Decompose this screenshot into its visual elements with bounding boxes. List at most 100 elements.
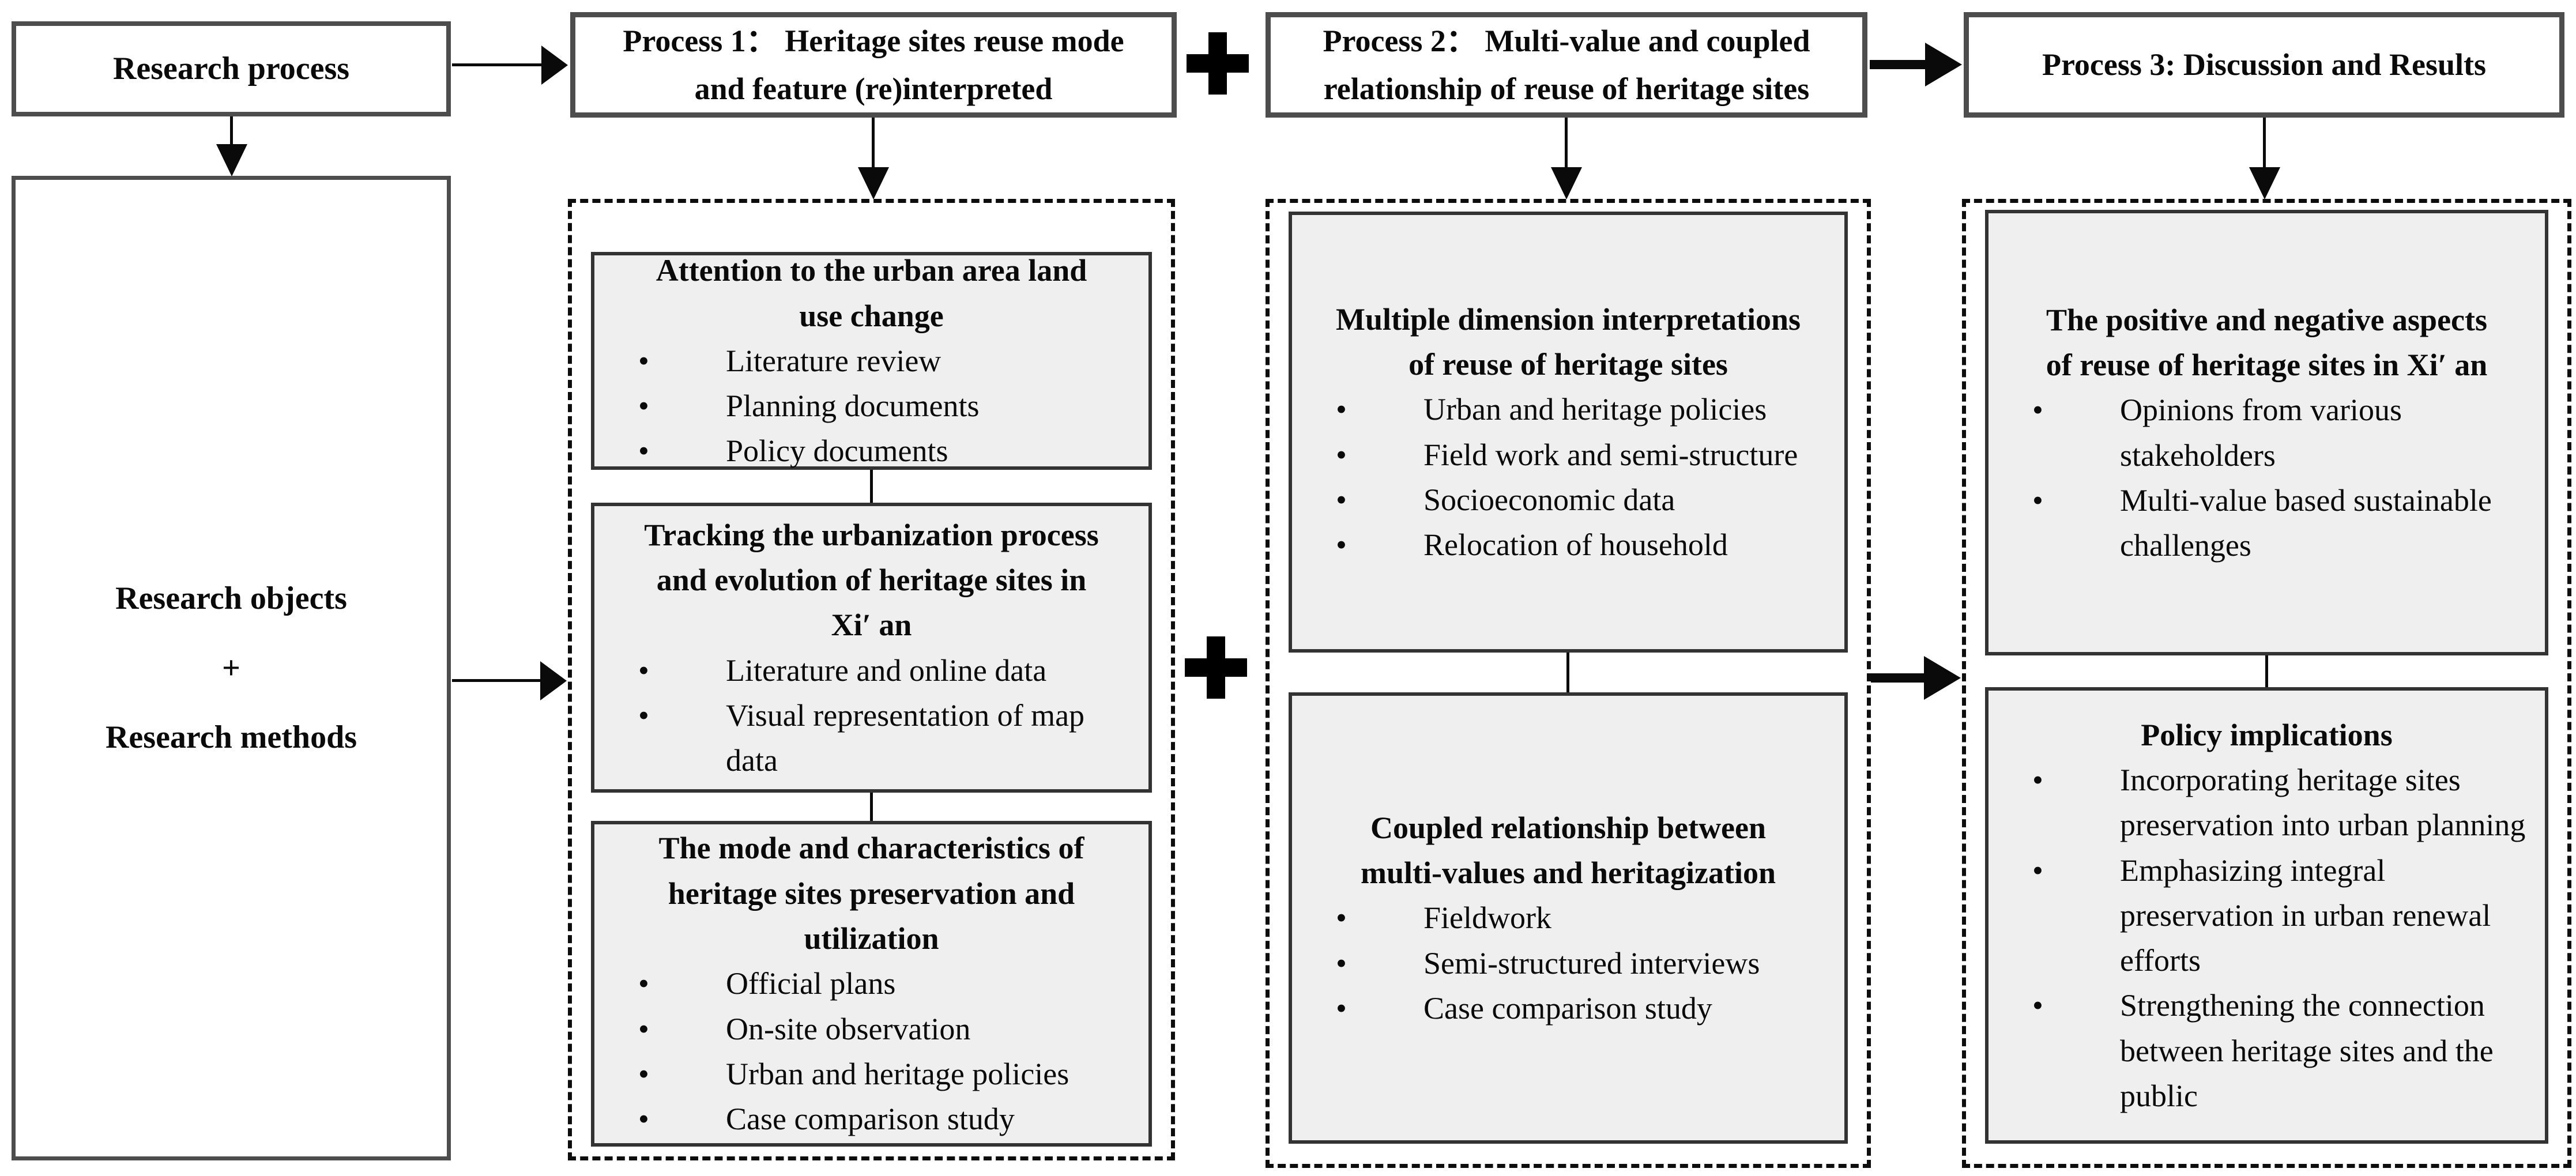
bullet-item: • Fieldwork bbox=[1306, 895, 1831, 940]
bullet-item: • Emphasizing integral preservation in u… bbox=[2002, 848, 2531, 983]
bullet-text: Opinions from various stakeholders bbox=[2120, 393, 2402, 473]
box-title: Policy implications bbox=[2141, 717, 2393, 752]
plus-icon bbox=[1185, 636, 1247, 699]
header-line: Research process bbox=[112, 50, 350, 86]
bullet-text: Literature review bbox=[726, 343, 941, 378]
bullet-dot-icon: • bbox=[1336, 482, 1347, 517]
plus-icon bbox=[1187, 32, 1249, 95]
bullet-list: • Opinions from various stakeholders • M… bbox=[2002, 387, 2531, 568]
bullet-text: Case comparison study bbox=[726, 1102, 1015, 1137]
process2-panel: Multiple dimension interpretations of re… bbox=[1266, 199, 1871, 1168]
header-line: relationship of reuse of heritage sites bbox=[1323, 71, 1810, 106]
bullet-item: • Official plans bbox=[608, 961, 1135, 1006]
bullet-item: • Incorporating heritage sites preservat… bbox=[2002, 757, 2531, 848]
bullet-dot-icon: • bbox=[638, 1102, 649, 1137]
bullet-item: • Field work and semi-structure bbox=[1306, 432, 1831, 477]
bullet-dot-icon: • bbox=[638, 343, 649, 378]
bullet-item: • Semi-structured interviews bbox=[1306, 941, 1831, 986]
thick-right-arrow-icon bbox=[1870, 60, 1925, 69]
left-box-line: Research methods bbox=[105, 719, 357, 756]
bullet-dot-icon: • bbox=[638, 698, 649, 733]
bullet-item: • Strengthening the connection between h… bbox=[2002, 983, 2531, 1118]
connector-line bbox=[1566, 653, 1569, 692]
bullet-text: Relocation of household bbox=[1423, 527, 1728, 563]
box-title: Multiple dimension interpretations of re… bbox=[1335, 301, 1801, 382]
bullet-item: • Socioeconomic data bbox=[1306, 477, 1831, 522]
box-title: The mode and characteristics of heritage… bbox=[658, 831, 1084, 956]
process2-box-interpretations: Multiple dimension interpretations of re… bbox=[1289, 212, 1848, 653]
process3-panel: The positive and negative aspects of reu… bbox=[1962, 199, 2571, 1168]
bullet-text: Multi-value based sustainable challenges bbox=[2120, 483, 2492, 563]
bullet-text: Official plans bbox=[726, 966, 896, 1001]
bullet-item: • Literature review bbox=[608, 338, 1135, 383]
connector-line bbox=[2265, 655, 2268, 687]
right-arrow-icon bbox=[452, 679, 540, 682]
down-arrow-icon bbox=[2263, 118, 2266, 167]
bullet-dot-icon: • bbox=[638, 434, 649, 469]
research-objects-methods-box: Research objects + Research methods bbox=[12, 176, 451, 1160]
down-arrow-icon bbox=[230, 116, 233, 144]
plus-text: + bbox=[222, 650, 240, 686]
connector-line bbox=[869, 470, 873, 503]
bullet-item: • Case comparison study bbox=[1306, 986, 1831, 1031]
process1-box-attention: Attention to the urban area land use cha… bbox=[591, 252, 1152, 470]
bullet-text: Emphasizing integral preservation in urb… bbox=[2120, 853, 2491, 978]
research-process-header-box: Research process bbox=[12, 21, 451, 116]
box-title: Tracking the urbanization process and ev… bbox=[644, 517, 1099, 643]
bullet-dot-icon: • bbox=[2032, 988, 2043, 1023]
header-line: Process 2： Multi-value and coupled bbox=[1323, 24, 1810, 59]
bullet-item: • Policy documents bbox=[608, 428, 1135, 473]
bullet-dot-icon: • bbox=[2032, 762, 2043, 797]
box-title: Coupled relationship between multi-value… bbox=[1360, 810, 1776, 891]
process2-box-coupled: Coupled relationship between multi-value… bbox=[1289, 692, 1848, 1144]
bullet-list: • Incorporating heritage sites preservat… bbox=[2002, 757, 2531, 1118]
left-box-line: Research objects bbox=[115, 581, 347, 617]
process1-panel: Attention to the urban area land use cha… bbox=[568, 199, 1175, 1160]
bullet-text: Urban and heritage policies bbox=[1423, 392, 1767, 427]
bullet-dot-icon: • bbox=[2032, 853, 2043, 888]
bullet-item: • On-site observation bbox=[608, 1007, 1135, 1051]
right-arrow-icon bbox=[452, 63, 541, 66]
bullet-item: • Literature and online data bbox=[608, 648, 1135, 693]
bullet-dot-icon: • bbox=[1336, 990, 1347, 1026]
thick-right-arrow-icon bbox=[1871, 673, 1924, 683]
bullet-item: • Urban and heritage policies bbox=[1306, 387, 1831, 432]
bullet-item: • Planning documents bbox=[608, 383, 1135, 428]
bullet-dot-icon: • bbox=[638, 389, 649, 424]
bullet-dot-icon: • bbox=[638, 966, 649, 1001]
bullet-text: Strengthening the connection between her… bbox=[2120, 988, 2494, 1114]
bullet-dot-icon: • bbox=[2032, 393, 2043, 428]
bullet-item: • Visual representation of map data bbox=[608, 693, 1135, 783]
bullet-text: Case comparison study bbox=[1423, 990, 1712, 1026]
bullet-text: Socioeconomic data bbox=[1423, 482, 1675, 517]
bullet-dot-icon: • bbox=[1336, 392, 1347, 427]
connector-line bbox=[869, 793, 873, 821]
bullet-item: • Opinions from various stakeholders bbox=[2002, 387, 2531, 478]
bullet-dot-icon: • bbox=[1336, 527, 1347, 563]
process1-box-mode: The mode and characteristics of heritage… bbox=[591, 821, 1152, 1147]
bullet-dot-icon: • bbox=[1336, 945, 1347, 981]
bullet-dot-icon: • bbox=[638, 1011, 649, 1046]
process3-box-policy: Policy implications • Incorporating heri… bbox=[1985, 687, 2548, 1144]
box-title: The positive and negative aspects of reu… bbox=[2046, 302, 2488, 382]
bullet-item: • Case comparison study bbox=[608, 1096, 1135, 1141]
bullet-list: • Official plans • On-site observation •… bbox=[608, 961, 1135, 1141]
bullet-text: Policy documents bbox=[726, 434, 948, 469]
bullet-list: • Fieldwork • Semi-structured interviews… bbox=[1306, 895, 1831, 1031]
header-line: Process 3: Discussion and Results bbox=[2042, 47, 2487, 82]
bullet-list: • Literature review • Planning documents… bbox=[608, 338, 1135, 474]
down-arrow-icon bbox=[872, 118, 875, 167]
process1-header-box: Process 1： Heritage sites reuse mode and… bbox=[570, 12, 1177, 118]
process2-header-box: Process 2： Multi-value and coupled relat… bbox=[1266, 12, 1867, 118]
bullet-dot-icon: • bbox=[1336, 437, 1347, 472]
header-line: Process 1： Heritage sites reuse mode bbox=[623, 24, 1124, 59]
bullet-item: • Relocation of household bbox=[1306, 522, 1831, 567]
bullet-text: Visual representation of map data bbox=[726, 698, 1085, 778]
box-title: Attention to the urban area land use cha… bbox=[656, 253, 1087, 333]
down-arrow-icon bbox=[1565, 118, 1568, 167]
bullet-text: Planning documents bbox=[726, 389, 980, 424]
bullet-dot-icon: • bbox=[638, 653, 649, 688]
bullet-text: Fieldwork bbox=[1423, 900, 1551, 936]
bullet-text: Semi-structured interviews bbox=[1423, 945, 1760, 981]
